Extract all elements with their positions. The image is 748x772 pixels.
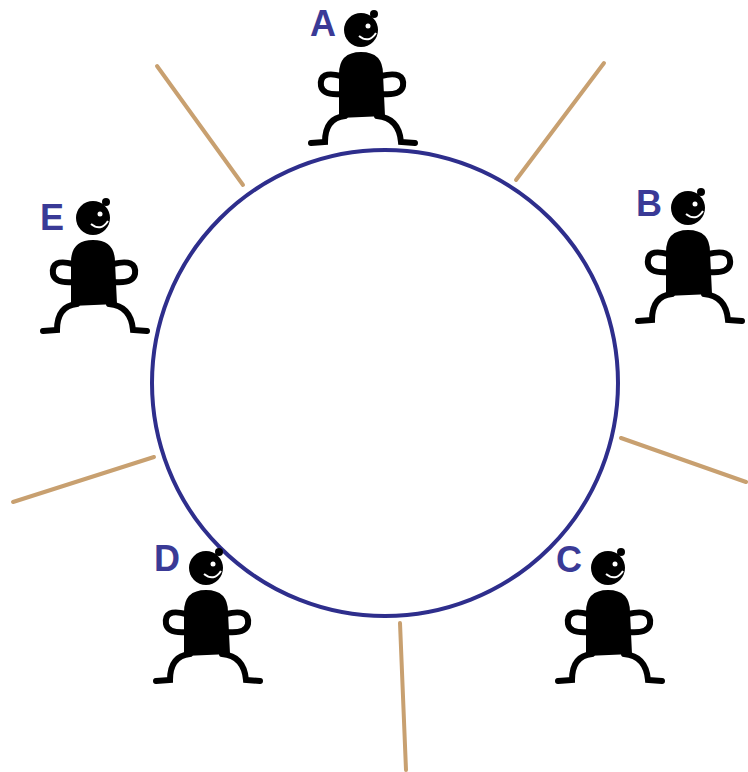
figure-arm [648,252,670,272]
figure-eye [613,562,618,567]
chopstick [400,623,406,770]
chopsticks [13,63,746,770]
philosopher-letter: B [636,186,662,222]
figure-body [666,230,712,296]
figure-arm [166,612,188,632]
figure-leg [377,116,415,143]
figure-body [339,52,385,118]
chopstick [621,438,746,482]
philosophers [43,10,742,681]
figure-body [586,590,632,656]
figure-arm [628,612,650,632]
figure-hair [215,548,223,556]
chopstick [157,66,243,185]
figure-hair [370,10,378,18]
figure-hair [102,198,110,206]
figure-smile [606,571,623,577]
figure-body [71,240,117,306]
figure-arm [113,262,135,282]
round-table [152,150,618,616]
figure-arm [226,612,248,632]
figure-arm [708,252,730,272]
figure-leg [704,294,742,321]
figure-body [184,590,230,656]
figure-hair [617,548,625,556]
figure-arm [321,74,343,94]
chopstick [13,457,154,502]
figure-head [189,551,223,585]
figure-arm [381,74,403,94]
philosopher-letter: E [40,200,64,236]
figure-leg [43,304,77,331]
figure-eye [98,212,103,217]
philosopher-letter: A [310,6,336,42]
figure-leg [222,654,260,681]
figure-eye [211,562,216,567]
figure-head [671,191,705,225]
figure-leg [156,654,190,681]
figure-arm [568,612,590,632]
figure-head [591,551,625,585]
figure-head [344,13,378,47]
chopstick [516,63,604,180]
figure-leg [311,116,345,143]
figure-hair [697,188,705,196]
figure-eye [693,202,698,207]
figure-smile [204,571,221,577]
philosopher-letter: D [154,541,180,577]
figure-smile [686,211,703,217]
figure-arm [53,262,75,282]
figure-leg [558,654,592,681]
figure-leg [638,294,672,321]
figure-leg [624,654,662,681]
figure-eye [366,24,371,29]
figure-smile [359,33,376,39]
figure-smile [91,221,108,227]
figure-head [76,201,110,235]
figure-leg [109,304,147,331]
philosopher-letter: C [556,542,582,578]
